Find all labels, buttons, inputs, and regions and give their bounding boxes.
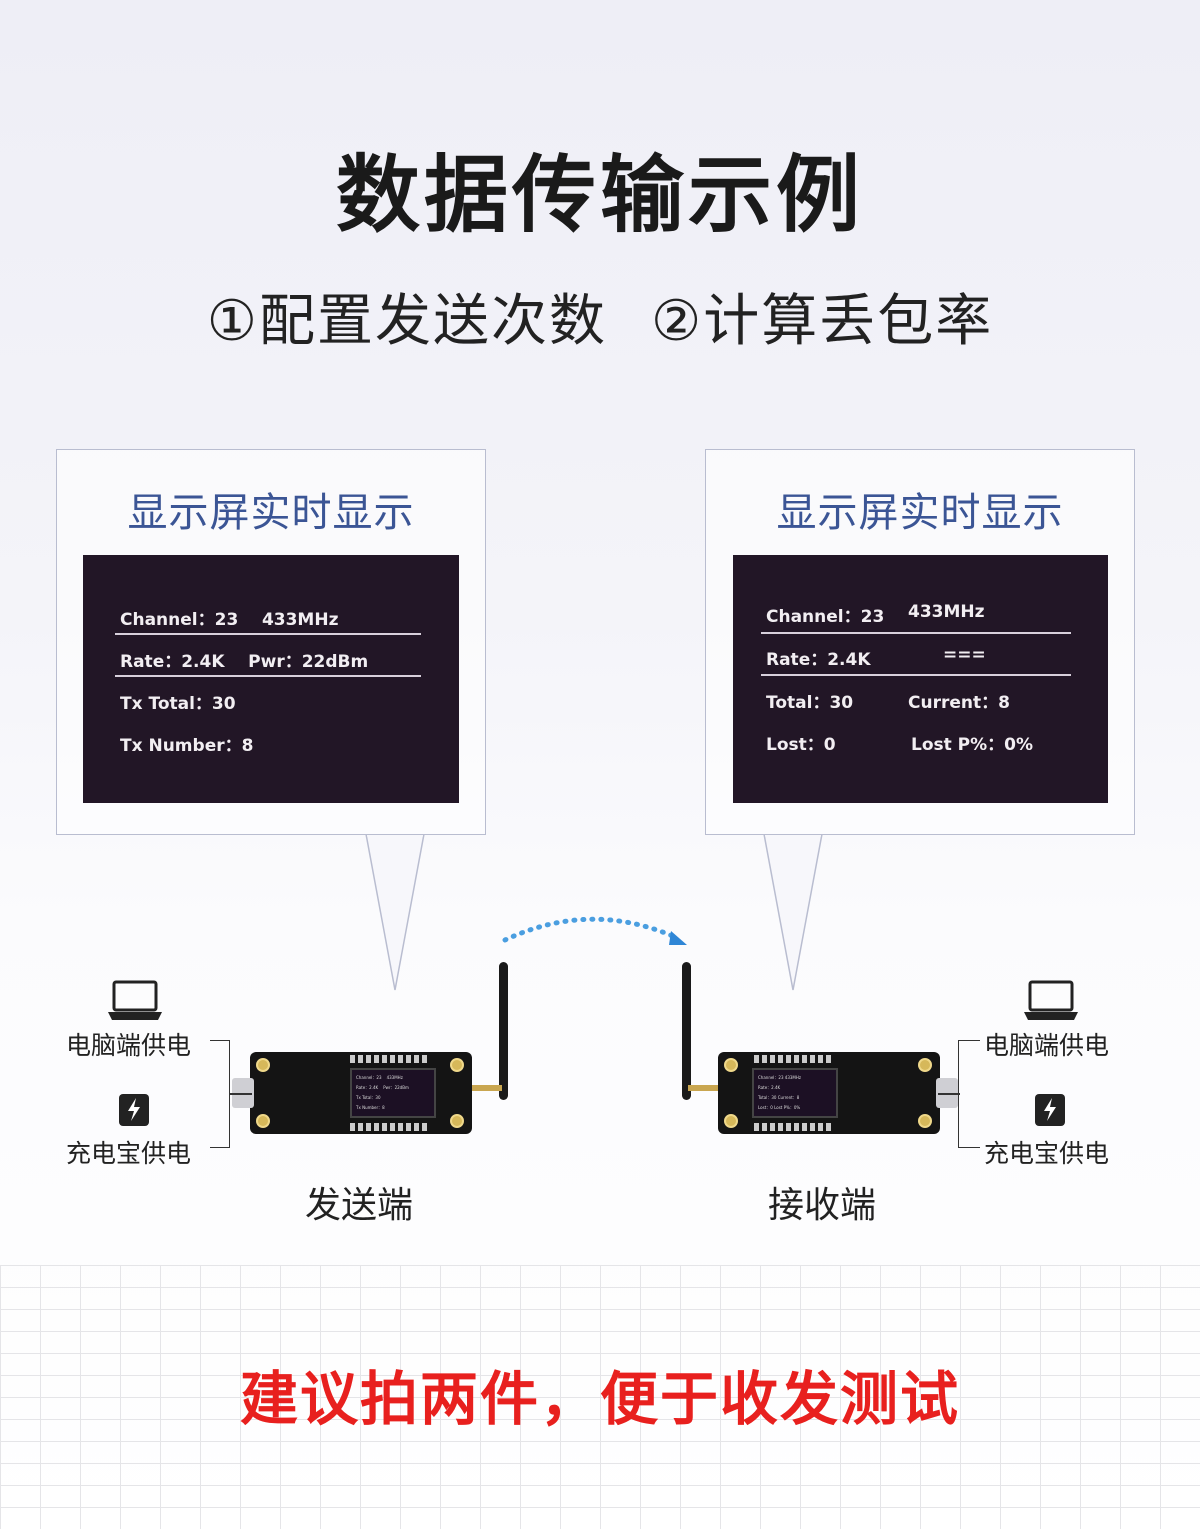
tx-total-row: Tx Total：30 xyxy=(120,694,236,714)
laptop-icon xyxy=(1024,980,1078,1020)
power-bank-icon xyxy=(1035,1094,1065,1126)
lost-percent: Lost P%：0% xyxy=(911,735,1034,755)
step-1: ①配置发送次数 xyxy=(206,289,607,354)
panel-title: 显示屏实时显示 xyxy=(776,490,1064,536)
divider xyxy=(115,675,421,677)
receiver-label: 接收端 xyxy=(768,1185,877,1226)
callout-pointer xyxy=(763,834,823,991)
connector-line xyxy=(230,1093,252,1095)
receiver-screen: Channel：23 433MHz Rate：2.4K === Total：30… xyxy=(733,555,1108,803)
grid-floor xyxy=(0,1265,1200,1529)
powerbank-power-label: 充电宝供电 xyxy=(66,1139,192,1168)
rate-row: Rate：2.4K xyxy=(766,650,871,670)
wireless-signal-arc xyxy=(502,916,687,945)
step-2: ②计算丢包率 xyxy=(651,289,994,354)
sender-screen: Channel：23 433MHz Rate：2.4K Pwr：22dBm Tx… xyxy=(83,555,459,803)
channel-row: Channel：23 xyxy=(766,607,885,627)
power-bank-icon xyxy=(119,1094,149,1126)
purchase-tip: 建议拍两件，便于收发测试 xyxy=(239,1365,960,1433)
receiver-board: Channel：23 433MHz Rate：2.4K Total：30 Cur… xyxy=(718,1052,940,1134)
mini-screen: Channel：23 433MHz Rate：2.4K Total：30 Cur… xyxy=(752,1068,838,1118)
lost-row: Lost：0 xyxy=(766,735,836,755)
antenna xyxy=(499,962,508,1100)
rate-row: Rate：2.4K Pwr：22dBm xyxy=(120,652,369,672)
pc-power-label: 电脑端供电 xyxy=(66,1031,192,1060)
receiver-display-panel: 显示屏实时显示 Channel：23 433MHz Rate：2.4K === … xyxy=(705,449,1135,835)
channel-row: Channel：23 433MHz xyxy=(120,610,339,630)
bracket-line xyxy=(210,1040,230,1148)
subtitle: ①配置发送次数 ②计算丢包率 xyxy=(0,276,1200,357)
arrow-head-icon xyxy=(669,931,687,945)
divider xyxy=(115,633,421,635)
page-title: 数据传输示例 xyxy=(335,146,864,244)
sender-board: Channel：23 433MHz Rate：2.4K Pwr：22dBm Tx… xyxy=(250,1052,472,1134)
pc-power-label: 电脑端供电 xyxy=(984,1031,1110,1060)
sender-label: 发送端 xyxy=(305,1185,414,1226)
laptop-icon xyxy=(108,980,162,1020)
panel-title: 显示屏实时显示 xyxy=(127,490,415,536)
freq-value: 433MHz xyxy=(908,602,985,622)
bracket-line xyxy=(958,1040,980,1148)
mini-screen: Channel：23 433MHz Rate：2.4K Pwr：22dBm Tx… xyxy=(350,1068,436,1118)
total-row: Total：30 xyxy=(766,693,854,713)
sender-display-panel: 显示屏实时显示 Channel：23 433MHz Rate：2.4K Pwr：… xyxy=(56,449,486,835)
divider xyxy=(761,674,1071,676)
antenna-connector xyxy=(468,1085,502,1091)
powerbank-power-label: 充电宝供电 xyxy=(984,1139,1110,1168)
divider xyxy=(761,632,1071,634)
tx-number-row: Tx Number：8 xyxy=(120,736,254,756)
antenna-connector xyxy=(688,1085,722,1091)
connector-line xyxy=(938,1093,960,1095)
current-value: Current：8 xyxy=(908,693,1010,713)
antenna xyxy=(682,962,691,1100)
callout-pointer xyxy=(365,834,425,991)
signal-indicator: === xyxy=(943,645,986,665)
